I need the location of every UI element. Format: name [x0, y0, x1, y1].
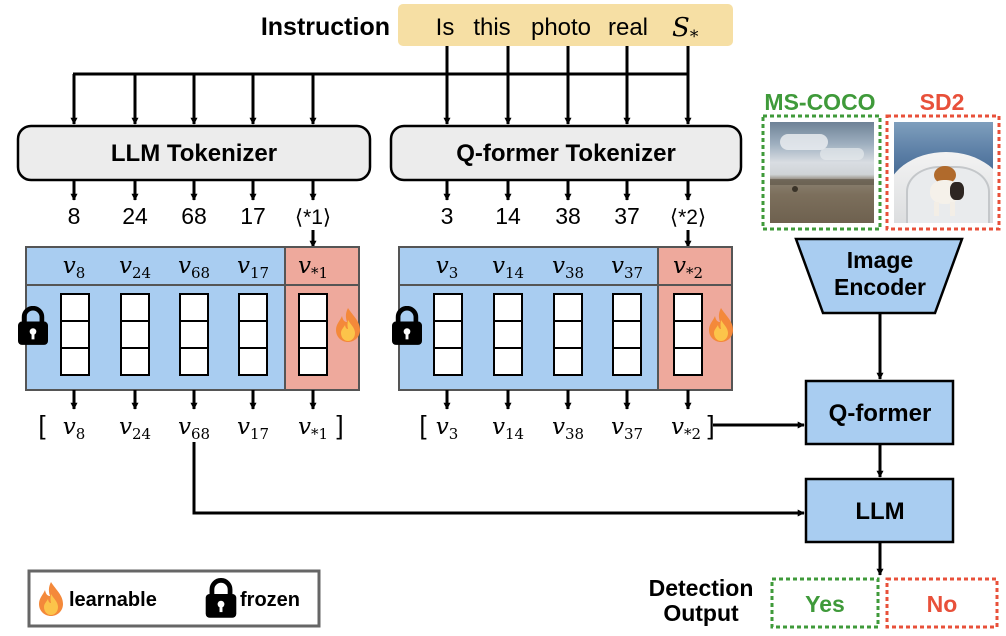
llm-tokenizer-title: LLM Tokenizer: [111, 140, 277, 167]
llm-output-embedding: v17: [237, 414, 269, 443]
llm-token-id: 24: [122, 203, 148, 229]
llm-output-embedding-special: v*1: [298, 414, 328, 443]
llm-output-open-bracket: [: [38, 410, 46, 440]
qformer-output-embedding: v38: [552, 414, 584, 443]
yes-output-box: [770, 577, 880, 629]
qformer-output-embedding: v14: [492, 414, 524, 443]
real-image-frame: [761, 114, 882, 231]
llm-token-id: 17: [240, 203, 266, 229]
fake-dataset-label: SD2: [920, 89, 965, 115]
llm-token-id: 68: [181, 203, 207, 229]
qformer-block: [804, 379, 955, 446]
qformer-block-label: Q-former: [829, 400, 932, 427]
image-encoder-line2: Encoder: [834, 274, 926, 300]
qformer-embedding-label-special: v*2: [673, 253, 703, 282]
image-encoder: [794, 237, 964, 315]
llm-output-embedding: v68: [178, 414, 210, 443]
instruction-word-this: this: [473, 14, 510, 41]
qformer-tokenizer-title: Q-former Tokenizer: [456, 140, 676, 167]
llm-output-embedding: v8: [63, 414, 86, 443]
fake-photo-thumbnail: [894, 122, 993, 223]
id-embedding-arrows: [309, 230, 692, 248]
qformer-token-id: 3: [441, 203, 454, 229]
instruction-word-is: Is: [436, 14, 455, 41]
legend-learnable-label: learnable: [69, 589, 157, 611]
llm-output-close-bracket: ]: [336, 410, 343, 440]
no-output-label: No: [927, 591, 958, 617]
detection-label-line1: Detection: [649, 575, 754, 601]
llm-token-id: 8: [68, 203, 81, 229]
instruction-label: Instruction: [261, 13, 390, 41]
qformer-token-id: 37: [614, 203, 640, 229]
no-output-box: [885, 577, 999, 629]
legend-frozen-label: frozen: [240, 589, 300, 611]
qformer-output-close-bracket: ]: [707, 410, 714, 440]
qformer-output-embedding-special: v*2: [671, 414, 701, 443]
llm-block-label: LLM: [855, 498, 904, 525]
fake-image-frame: [885, 114, 1001, 231]
instruction-word-photo: photo: [531, 14, 591, 41]
instruction-bus: [70, 46, 692, 125]
llm-token-id-special: ⟨*1⟩: [295, 206, 331, 229]
legend-box: [27, 569, 321, 628]
qformer-tokenizer-box: [389, 124, 743, 182]
table-output-arrows: [70, 390, 692, 410]
real-dataset-label: MS-COCO: [764, 89, 875, 115]
qformer-output-embedding: v37: [611, 414, 643, 443]
instruction-word-real: real: [608, 14, 648, 41]
llm-output-embedding: v24: [119, 414, 151, 443]
detection-label-line2: Output: [663, 600, 739, 626]
qformer-output-embedding: v3: [436, 414, 459, 443]
real-photo-thumbnail: [770, 122, 874, 223]
llm-embedding-table: [25, 246, 360, 391]
tokenizer-id-arrows: [70, 180, 692, 201]
qformer-token-id: 14: [495, 203, 521, 229]
qformer-token-id-special: ⟨*2⟩: [670, 206, 706, 229]
qformer-token-id: 38: [555, 203, 581, 229]
llm-block: [804, 477, 955, 544]
yes-output-label: Yes: [805, 591, 845, 617]
qformer-output-open-bracket: [: [419, 410, 427, 440]
instruction-box: [398, 4, 733, 46]
embedding-to-llm-arrow: [192, 442, 805, 517]
image-encoder-line1: Image: [847, 247, 913, 273]
